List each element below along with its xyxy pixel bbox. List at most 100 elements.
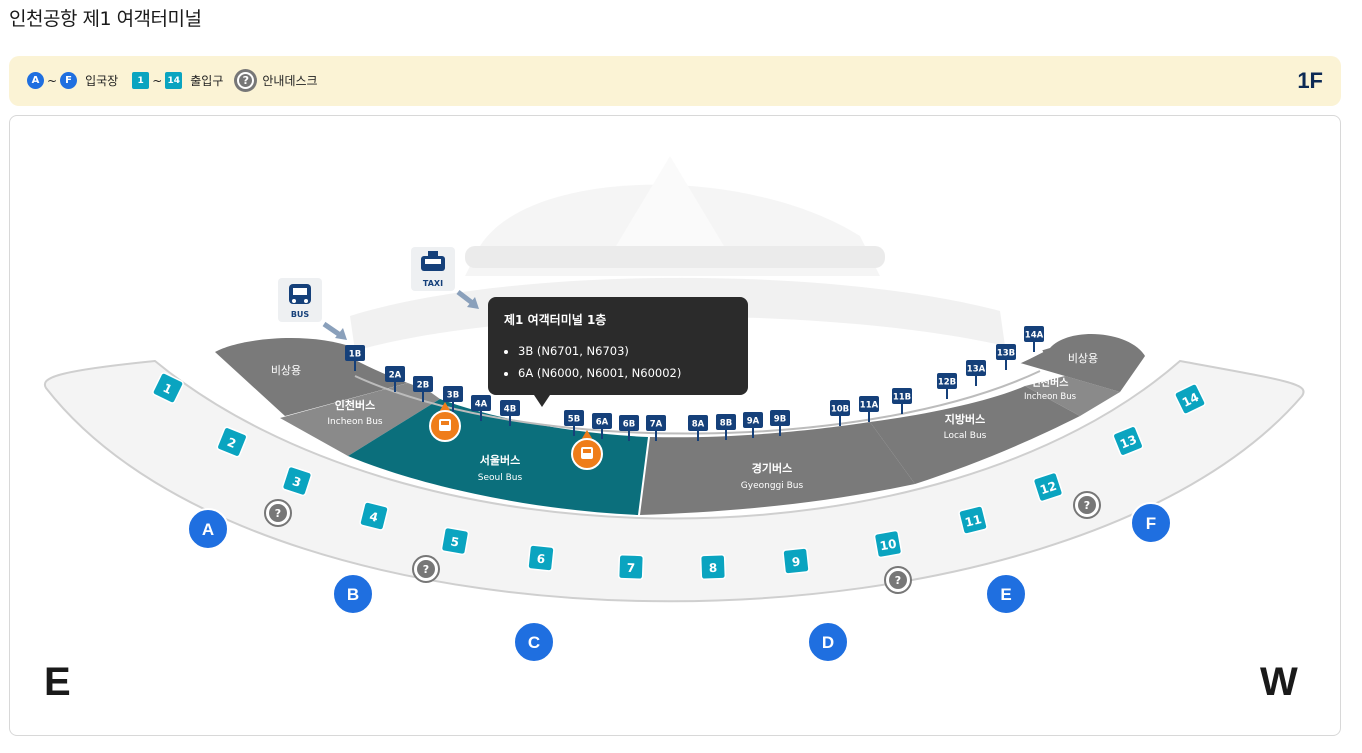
exit-label: 12 <box>1038 479 1058 497</box>
bus-stop-badge-4a[interactable]: 4A <box>471 395 491 421</box>
legend-exit-1-icon: 1 <box>132 72 150 89</box>
bus-stop-badge-8b[interactable]: 8B <box>716 414 736 440</box>
bus-stop-badge-2a[interactable]: 2A <box>385 366 405 392</box>
zone-label-gyeonggi-ko: 경기버스 <box>752 461 792 475</box>
bus-stop-badge-13a[interactable]: 13A <box>966 360 986 386</box>
info-desk-symbol: ? <box>895 574 901 587</box>
bus-stop-badge-6b[interactable]: 6B <box>619 415 639 441</box>
zone-local-bus[interactable] <box>870 386 1080 484</box>
exit-4[interactable]: 4 <box>359 501 389 531</box>
bus-stop-badge-9a[interactable]: 9A <box>743 412 763 438</box>
zone-label-incheon-left-ko: 인천버스 <box>335 398 375 412</box>
zone-seoul-bus[interactable] <box>348 399 648 515</box>
info-desk-symbol: ? <box>1084 499 1090 512</box>
bus-stop-badge-10b[interactable]: 10B <box>830 400 850 426</box>
bus-stop-tooltip: 제1 여객터미널 1층 3B (N6701, N6703) 6A (N6000,… <box>488 297 748 407</box>
exit-label: 10 <box>879 537 898 554</box>
gate-label: F <box>1146 514 1156 533</box>
exit-2[interactable]: 2 <box>216 426 248 458</box>
bus-stop-badge-4b[interactable]: 4B <box>500 400 520 426</box>
exit-1[interactable]: 1 <box>152 372 184 404</box>
bus-stop-badge-1b[interactable]: 1B <box>345 345 365 371</box>
zone-incheon-bus-right <box>1025 376 1120 416</box>
bus-stop-label: 5B <box>568 415 580 425</box>
exit-3[interactable]: 3 <box>281 465 313 497</box>
exit-label: 13 <box>1118 432 1139 451</box>
bus-stop-badge-6a[interactable]: 6A <box>592 413 612 439</box>
bus-location-marker-6a[interactable] <box>571 430 603 470</box>
zone-label-seoul-ko: 서울버스 <box>480 453 520 467</box>
zone-emergency-right <box>1010 334 1145 392</box>
bus-stop-label: 2A <box>389 371 402 381</box>
bus-stop-badge-9b[interactable]: 9B <box>770 410 790 436</box>
bus-stop-badge-8a[interactable]: 8A <box>688 415 708 441</box>
legend-info-icon: ? <box>237 72 255 89</box>
bus-stop-label: 13B <box>997 349 1015 359</box>
bus-stop-badge-11a[interactable]: 11A <box>859 396 879 422</box>
arrival-gate-e[interactable]: E <box>985 573 1027 615</box>
bus-stop-badge-7a[interactable]: 7A <box>646 415 666 441</box>
info-desks-layer: ???? <box>264 491 1101 594</box>
zone-label-gyeonggi-en: Gyeonggi Bus <box>741 481 804 491</box>
bus-stop-label: 2B <box>417 381 429 391</box>
exit-8[interactable]: 8 <box>699 553 727 581</box>
page-title: 인천공항 제1 여객터미널 <box>9 8 202 30</box>
gate-label: C <box>528 633 540 652</box>
zone-label-seoul-en: Seoul Bus <box>478 473 523 483</box>
arrival-gate-d[interactable]: D <box>807 621 849 663</box>
exit-label: 5 <box>449 534 460 549</box>
tooltip-item: 3B (N6701, N6703) <box>518 340 732 362</box>
exit-label: 11 <box>963 512 983 530</box>
bus-stop-badge-14a[interactable]: 14A <box>1024 326 1044 352</box>
compass-east: E <box>44 660 71 704</box>
tooltip-title: 제1 여객터미널 1층 <box>504 313 607 327</box>
info-desk-icon[interactable]: ? <box>412 555 440 583</box>
bus-stop-badge-2b[interactable]: 2B <box>413 376 433 402</box>
info-desk-icon[interactable]: ? <box>884 566 912 594</box>
zone-gyeonggi-bus[interactable] <box>640 422 915 515</box>
bus-stop-label: 6B <box>623 420 635 430</box>
legend-tilde: ~ <box>47 73 58 88</box>
arrival-gate-b[interactable]: B <box>332 573 374 615</box>
zone-label-local-ko: 지방버스 <box>945 412 985 426</box>
legend-info-label: 안내데스크 <box>262 74 318 88</box>
bus-stop-label: 13A <box>967 365 986 375</box>
arrival-gate-a[interactable]: A <box>187 508 229 550</box>
arrival-gate-f[interactable]: F <box>1130 502 1172 544</box>
bus-stop-badge-11b[interactable]: 11B <box>892 388 912 414</box>
gate-label: D <box>822 633 834 652</box>
bus-stop-badge-12b[interactable]: 12B <box>937 373 957 399</box>
exit-6[interactable]: 6 <box>527 544 555 572</box>
legend-bar: A ~ F 입국장 1 ~ 14 출입구 ? 안내데스크 1F <box>9 56 1341 106</box>
bus-stop-label: 4A <box>475 400 488 410</box>
compass-west: W <box>1260 660 1298 704</box>
exit-label: 6 <box>536 552 546 567</box>
info-desk-icon[interactable]: ? <box>1073 491 1101 519</box>
bus-stop-badge-5b[interactable]: 5B <box>564 410 584 436</box>
exit-label: 7 <box>627 561 636 575</box>
exit-12[interactable]: 12 <box>1032 471 1064 503</box>
info-desk-symbol: ? <box>275 507 281 520</box>
exit-13[interactable]: 13 <box>1112 425 1144 457</box>
exit-label: 14 <box>1180 390 1201 410</box>
bus-location-marker-3b[interactable] <box>429 402 461 442</box>
bus-sign-label: BUS <box>291 310 310 319</box>
zone-incheon-bus-left <box>280 381 440 456</box>
bus-stop-badge-13b[interactable]: 13B <box>996 344 1016 370</box>
exit-14[interactable]: 14 <box>1174 383 1206 415</box>
exit-7[interactable]: 7 <box>617 553 645 581</box>
zone-label-incheon-left-en: Incheon Bus <box>327 417 382 427</box>
exit-9[interactable]: 9 <box>782 547 810 575</box>
exit-10[interactable]: 10 <box>873 529 903 559</box>
terminal-map[interactable]: 비상용 인천버스 Incheon Bus 서울버스 Seoul Bus 경기버스… <box>9 115 1341 736</box>
info-desk-icon[interactable]: ? <box>264 499 292 527</box>
bus-stop-badge-3b[interactable]: 3B <box>443 386 463 412</box>
exit-11[interactable]: 11 <box>958 505 988 535</box>
gate-label: A <box>202 520 214 539</box>
gates-layer: A B C D E F <box>187 502 1172 663</box>
bus-stop-label: 7A <box>650 420 663 430</box>
bus-stops-layer: 1B 2A 2B 3B 4A 4B 5B 6A 6B 7A 8A 8B 9A 9B 10B 11A 11B 12B… <box>345 326 1044 441</box>
arrival-gate-c[interactable]: C <box>513 621 555 663</box>
exit-5[interactable]: 5 <box>440 526 470 556</box>
bus-stop-label: 8B <box>720 419 732 429</box>
